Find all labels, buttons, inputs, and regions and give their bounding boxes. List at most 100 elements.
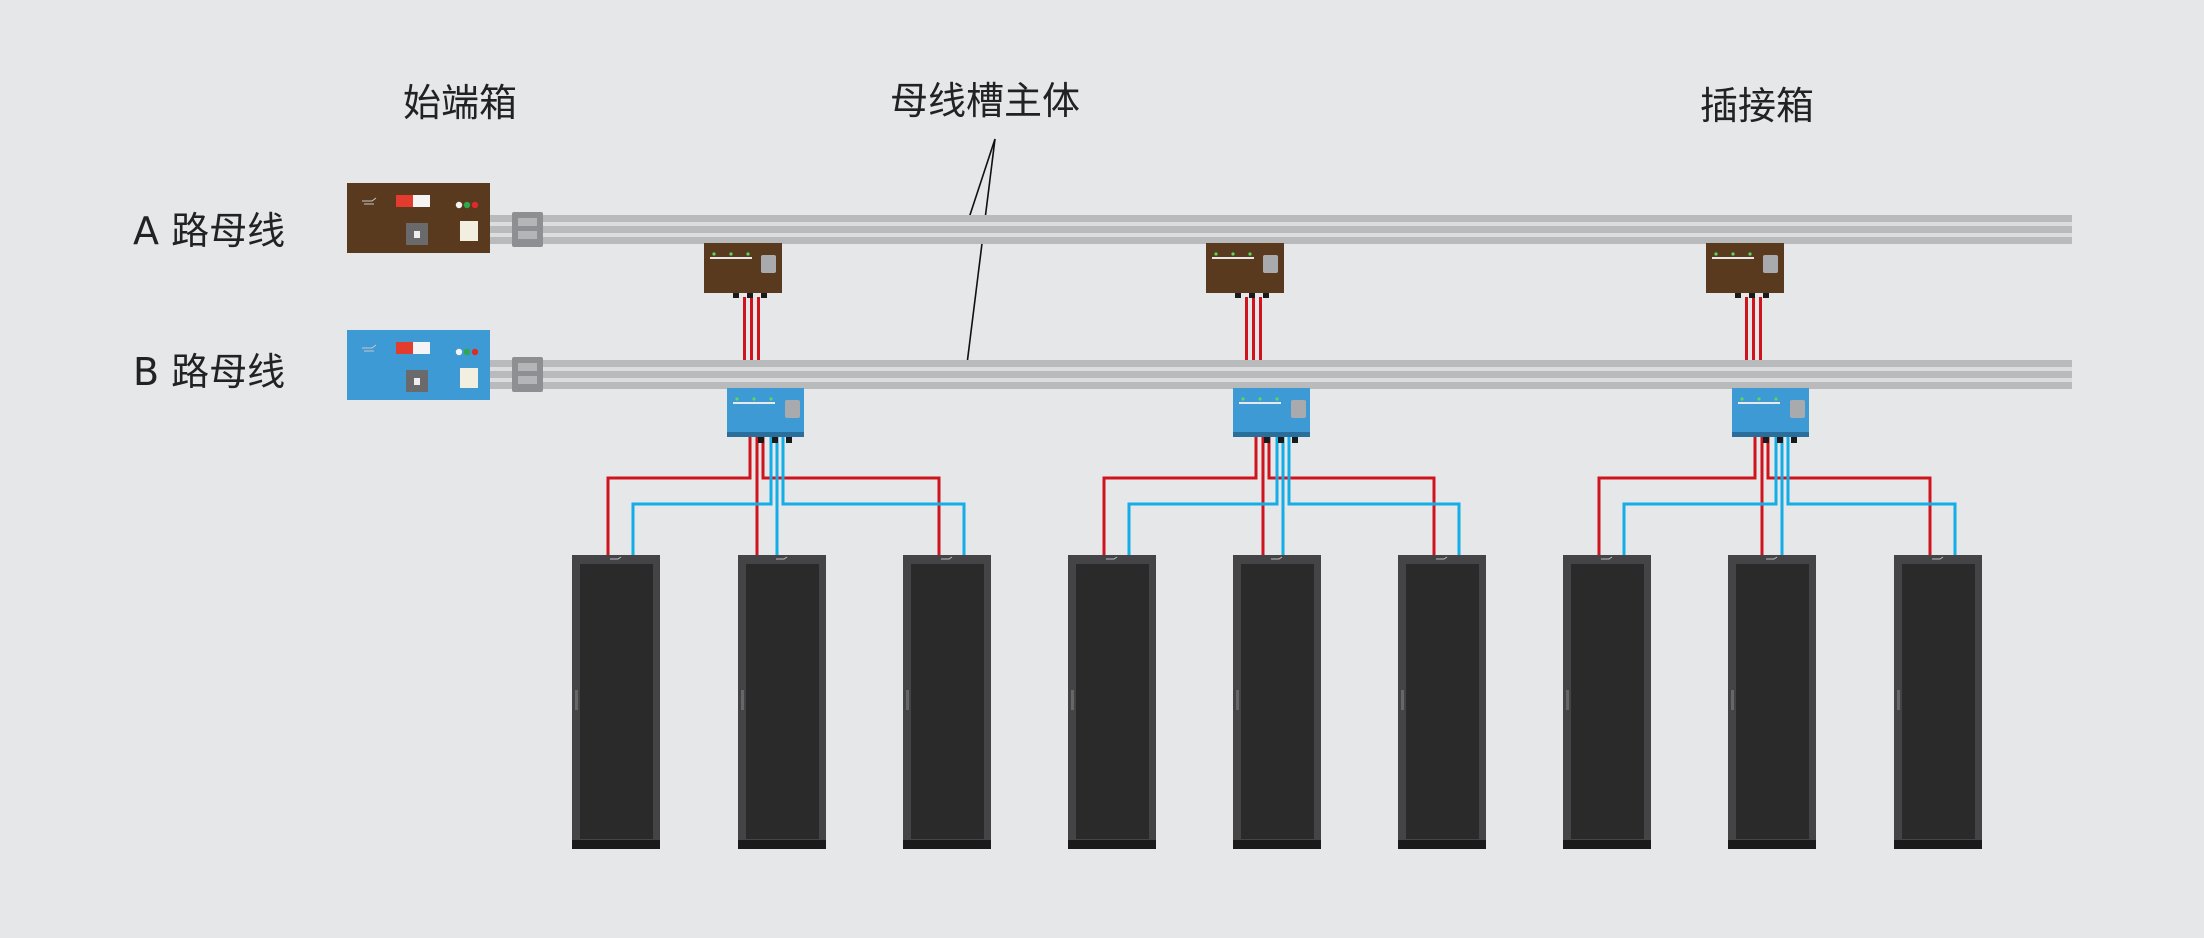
cable-gland [786,437,792,443]
cable-a-rack [1267,437,1436,555]
cable-gland [1263,293,1269,298]
cable-gland [1763,293,1769,298]
busbar-connector-inner [518,376,537,384]
server-rack [738,555,826,849]
plug-in-box-bar [1738,402,1780,404]
server-rack [903,555,991,849]
plug-in-box-bottom [727,432,804,437]
breaker-window [785,400,800,418]
cable-b-rack [781,437,966,555]
plug-in-box-b [1732,388,1809,443]
rack-logo [1766,556,1778,560]
rack-door-mesh [911,564,984,839]
rack-door-mesh [1736,564,1809,839]
rack-base [738,840,826,849]
busbar-stripe [490,237,2072,244]
busbar-b [490,357,2072,392]
status-led [1731,252,1735,256]
start-box-b [347,330,490,400]
busbar-connector-inner [518,218,537,226]
rack-base [1398,840,1486,849]
cable-a-feed [1745,297,1748,360]
indicator-light-white [455,201,463,209]
rack-door-mesh [580,564,653,839]
busway-leader-lines [966,138,996,365]
cable-b-rack [1786,437,1957,555]
rack-handle [1071,690,1074,710]
cable-gland [1278,437,1284,443]
breaker-window [1790,400,1805,418]
plug-in-box-b [727,388,804,443]
brand-logo [362,344,377,352]
status-led [1714,252,1718,256]
breaker-window [1763,255,1778,273]
rack-door-mesh [1571,564,1644,839]
cable-gland [1735,293,1741,298]
server-rack [572,555,660,849]
indicator-light-green [463,348,471,356]
status-led [712,252,716,256]
rack-handle [1731,690,1734,710]
cable-a-rack [1597,437,1757,555]
cable-gland [733,293,739,298]
cable-b-rack [1287,437,1461,555]
cable-a-feed [1759,297,1762,360]
rack-base [1233,840,1321,849]
busbar-stripe [490,226,2072,233]
busway-body-label: 母线槽主体 [890,79,1081,123]
cable-a-feed [1752,297,1755,360]
status-led [1757,397,1761,401]
cable-a-feed [743,297,746,360]
main-switch-handle [414,231,420,238]
busbar-highlight [490,222,2072,226]
cable-b-rack [1622,437,1778,555]
status-led [1774,397,1778,401]
cable-a-feed [1259,297,1262,360]
rack-door-mesh [1076,564,1149,839]
rack-logo [1271,556,1283,560]
busbar-stripe [490,215,2072,222]
cable-a-rack [606,437,752,555]
leader-line-a [966,138,996,225]
busbar-a [490,212,2072,247]
plug-in-box-a [1206,243,1284,298]
plug-in-box-bar [1712,257,1754,259]
rack-handle [1566,690,1569,710]
cable-gland [1777,437,1783,443]
busbar-stripe [490,360,2072,367]
busbar-connector-inner [518,363,537,371]
cable-gland [1264,437,1270,443]
status-led [1248,252,1252,256]
cable-a-feed [757,297,760,360]
rack-handle [906,690,909,710]
cable-a-feed [750,297,753,360]
plug-in-box-bar [1239,402,1281,404]
rack-base [1068,840,1156,849]
cable-gland [1249,293,1255,298]
rack-logo [610,556,622,560]
meter-display-right [413,195,430,207]
busbar-connector-inner [518,231,537,239]
indicator-light-green [463,201,471,209]
indicator-light-red [471,348,479,356]
status-led [729,252,733,256]
status-led [746,252,750,256]
rack-base [1894,840,1982,849]
cable-a-rack [1102,437,1258,555]
plug-in-box-label: 插接箱 [1700,84,1815,128]
plug-in-box-a [1706,243,1784,298]
bus-b-label: B 路母线 [133,350,286,394]
rack-handle [1236,690,1239,710]
plug-in-box-bottom [1732,432,1809,437]
rack-logo [1436,556,1448,560]
status-led [1275,397,1279,401]
rack-base [903,840,991,849]
warning-label [460,368,478,388]
busbar-connector [512,357,543,392]
brand-logo [362,197,377,205]
plug-in-box-bar [1212,257,1254,259]
start-box-label: 始端箱 [403,81,518,125]
cable-gland [1763,437,1769,443]
start-box-a [347,183,490,253]
